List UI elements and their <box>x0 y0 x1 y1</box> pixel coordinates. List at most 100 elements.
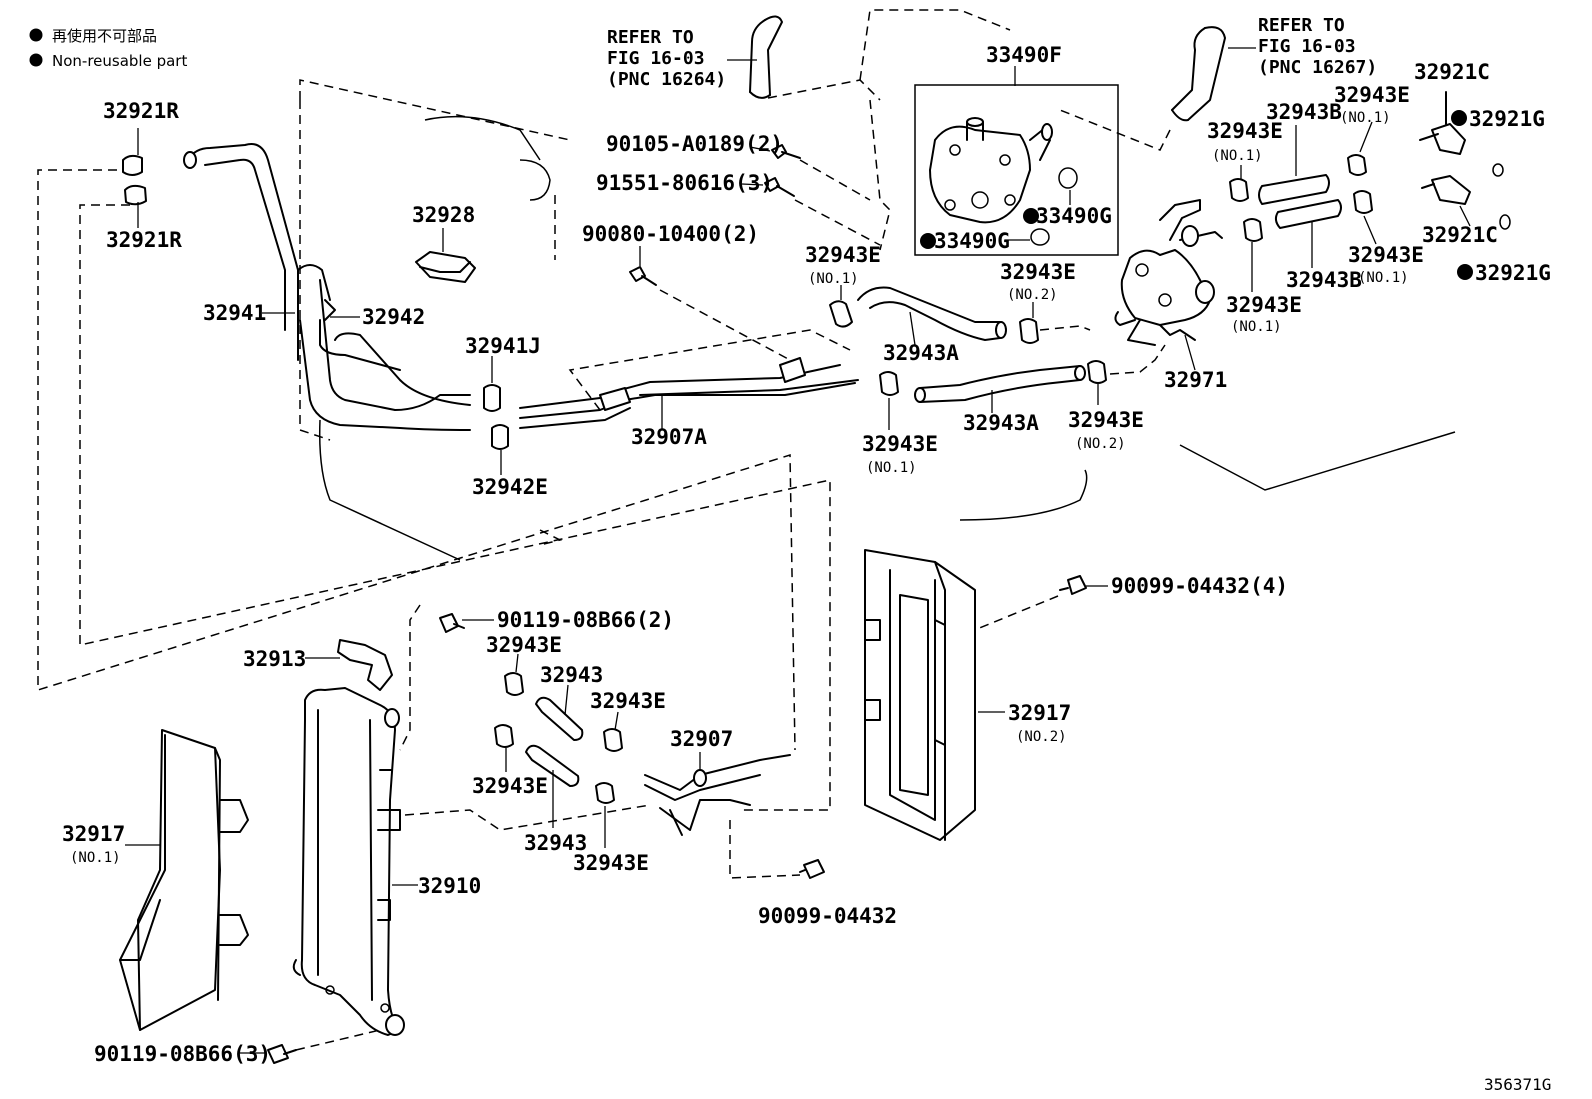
label-32917-no1: 32917 <box>62 822 125 846</box>
label-32943E-3-sub: (NO.1) <box>866 460 917 476</box>
non-reusable-bullet-icon <box>29 53 43 67</box>
hose-32943A-upper <box>857 286 1007 346</box>
label-32943A-2: 32943A <box>963 411 1039 435</box>
fitting-32921C-a <box>1419 91 1504 177</box>
callout-labels: 32921R 32921R 32941 32942 32928 90105-A0… <box>62 43 1551 1066</box>
label-32943E-4-sub: (NO.2) <box>1075 436 1126 452</box>
label-32943-2: 32943 <box>524 831 587 855</box>
label-32943E-4: 32943E <box>1068 408 1144 432</box>
clamp-32943E-10 <box>603 711 623 752</box>
tube-32943B-1 <box>1258 125 1330 205</box>
pipe-32907 <box>644 752 791 836</box>
label-32943E-1-sub: (NO.1) <box>808 271 859 287</box>
clamp-32941J <box>483 356 501 412</box>
fitting-32921C-b <box>1421 175 1511 230</box>
label-32943E-2: 32943E <box>1000 260 1076 284</box>
refer-note-left: REFER TO FIG 16-03 (PNC 16264) <box>607 27 757 90</box>
pipe-32941-32942 <box>183 143 471 431</box>
clamp-32921R-b <box>124 184 147 228</box>
figure-id: 356371G <box>1484 1075 1551 1094</box>
label-32943E-8-sub: (NO.1) <box>1358 270 1409 286</box>
label-32921G-b: 32921G <box>1475 261 1551 285</box>
label-32943E-5: 32943E <box>1207 119 1283 143</box>
label-32921C-a: 32921C <box>1414 60 1490 84</box>
label-32910: 32910 <box>418 874 481 898</box>
non-reusable-bullet-icon <box>29 28 43 42</box>
clamp-32943E-1 <box>829 285 853 328</box>
label-32943-1: 32943 <box>540 663 603 687</box>
clamp-32921R-a <box>122 128 143 176</box>
bracket-32913 <box>305 639 393 691</box>
label-32917-no2: 32917 <box>1008 701 1071 725</box>
label-32943E-5-sub: (NO.1) <box>1212 148 1263 164</box>
label-32943A-1: 32943A <box>883 341 959 365</box>
label-32943E-8: 32943E <box>1348 243 1424 267</box>
label-32943E-1: 32943E <box>805 243 881 267</box>
svg-text:(PNC 16264): (PNC 16264) <box>607 69 726 90</box>
legend: 再使用不可部品 Non-reusable part <box>29 27 187 70</box>
label-32943E-6-sub: (NO.1) <box>1340 110 1391 126</box>
guide-32917-no2 <box>864 549 1005 841</box>
label-32921C-b: 32921C <box>1422 223 1498 247</box>
clamp-32943E-11 <box>494 724 514 772</box>
svg-text:REFER TO: REFER TO <box>607 27 694 48</box>
label-32913: 32913 <box>243 647 306 671</box>
clamp-32942E <box>491 424 509 475</box>
label-90099-a: 90099-04432(4) <box>1111 574 1288 598</box>
label-32943E-2-sub: (NO.2) <box>1007 287 1058 303</box>
label-32941: 32941 <box>203 301 266 325</box>
label-90119-b: 90119-08B66(3) <box>94 1042 271 1066</box>
legend-english: Non-reusable part <box>52 52 187 70</box>
label-32943E-11: 32943E <box>472 774 548 798</box>
label-32971: 32971 <box>1164 368 1227 392</box>
svg-text:FIG 16-03: FIG 16-03 <box>1258 36 1356 57</box>
bolt-90099-b <box>799 859 825 879</box>
hose-32943A-lower <box>914 365 1086 413</box>
label-32943E-7: 32943E <box>1226 293 1302 317</box>
non-reusable-marker-icon <box>1457 264 1473 280</box>
label-32943E-12: 32943E <box>573 851 649 875</box>
non-reusable-marker-icon <box>1023 208 1039 224</box>
clamp-32943E-3 <box>879 371 899 430</box>
label-32921R-b: 32921R <box>106 228 182 252</box>
legend-japanese: 再使用不可部品 <box>52 27 157 45</box>
bolt-90119-a <box>439 613 494 633</box>
tube-32943-2 <box>525 744 580 828</box>
upper-hose-left <box>749 15 881 101</box>
bolt-91551 <box>741 177 881 246</box>
label-32917-no2-sub: (NO.2) <box>1016 729 1067 745</box>
refer-note-right: REFER TO FIG 16-03 (PNC 16267) <box>1228 15 1377 78</box>
clamp-32943E-6 <box>1347 121 1373 176</box>
label-90119-a: 90119-08B66(2) <box>497 608 674 632</box>
clamp-32943E-4 <box>1087 344 1166 405</box>
cooler-32910 <box>292 687 418 1036</box>
pump-33490F <box>914 66 1119 256</box>
label-32943E-7-sub: (NO.1) <box>1231 319 1282 335</box>
svg-text:REFER TO: REFER TO <box>1258 15 1345 36</box>
label-33490F: 33490F <box>986 43 1062 67</box>
label-32921G-a: 32921G <box>1469 107 1545 131</box>
label-32943E-10: 32943E <box>590 689 666 713</box>
upper-hose-right <box>1059 26 1226 151</box>
bolt-90105 <box>749 144 871 201</box>
clamp-32943E-2 <box>1019 302 1091 344</box>
clamp-32943E-9 <box>504 653 524 696</box>
bolt-90119-b <box>240 1029 381 1064</box>
label-32943E-6: 32943E <box>1334 83 1410 107</box>
label-32943E-9: 32943E <box>486 633 562 657</box>
clamp-32943E-7 <box>1243 218 1263 292</box>
bolt-90080 <box>629 246 791 361</box>
non-reusable-marker-icon <box>1451 110 1467 126</box>
label-32928: 32928 <box>412 203 475 227</box>
label-33490G-a: 33490G <box>1036 204 1112 228</box>
label-32907A: 32907A <box>631 425 707 449</box>
label-32943E-3: 32943E <box>862 432 938 456</box>
svg-text:(PNC 16267): (PNC 16267) <box>1258 57 1377 78</box>
label-32921R-a: 32921R <box>103 99 179 123</box>
label-32942E: 32942E <box>472 475 548 499</box>
label-90105: 90105-A0189(2) <box>606 132 783 156</box>
label-32917-no1-sub: (NO.1) <box>70 850 121 866</box>
label-33490G-b: 33490G <box>934 229 1010 253</box>
label-32943B-1: 32943B <box>1266 100 1342 124</box>
